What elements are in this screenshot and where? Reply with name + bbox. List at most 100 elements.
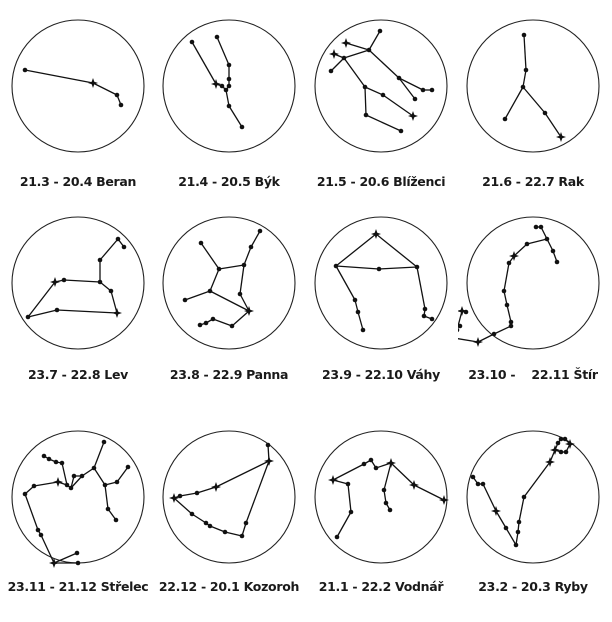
constellation-svg [11, 216, 145, 350]
constellation-line [458, 338, 479, 343]
star-dot-icon [257, 228, 263, 234]
constellation-svg [314, 19, 448, 153]
star-dot-icon [368, 457, 374, 463]
constellation-line [343, 57, 366, 88]
sign-cell-lev: 23.7 - 22.8 Lev [3, 208, 153, 408]
sign-label-lev: 23.7 - 22.8 Lev [27, 367, 129, 382]
star-dot-icon [25, 314, 31, 320]
constellation-diagram-vahy [306, 208, 456, 358]
constellation-line [116, 466, 129, 483]
bright-star-icon [408, 111, 418, 121]
constellation-line [365, 114, 402, 132]
constellation-line [522, 69, 527, 88]
star-dot-icon [197, 322, 203, 328]
star-dot-icon [241, 262, 247, 268]
circle-outline [466, 430, 600, 564]
constellation-line [184, 290, 211, 301]
bright-star-icon [409, 480, 419, 490]
star-dot-icon [203, 320, 209, 326]
star-dot-icon [31, 483, 37, 489]
star-dot-icon [189, 511, 195, 517]
circle-outline [11, 216, 145, 350]
star-dot-icon [363, 112, 369, 118]
constellation-line [61, 462, 68, 486]
constellation-line [506, 304, 512, 323]
sign-label-blizenci: 21.5 - 20.6 Blíženci [316, 174, 446, 189]
star-dot-icon [207, 523, 213, 529]
bright-star-icon [244, 306, 254, 316]
star-dot-icon [538, 224, 544, 230]
star-dot-icon [429, 316, 435, 322]
constellation-svg [458, 216, 600, 350]
star-dot-icon [422, 306, 428, 312]
constellation-line [99, 281, 112, 292]
star-dot-icon [207, 288, 213, 294]
constellation-line [70, 475, 83, 489]
star-dot-icon [521, 32, 527, 38]
constellation-line [526, 238, 548, 245]
sign-cell-kozoroh: 22.12 - 20.1 Kozoroh [154, 422, 304, 622]
star-dot-icon [226, 62, 232, 68]
constellation-line [493, 325, 512, 335]
sign-cell-byk: 21.4 - 20.5 Býk [154, 11, 304, 211]
constellation-line [173, 497, 193, 515]
star-dot-icon [345, 481, 351, 487]
star-dot-icon [516, 519, 522, 525]
star-dot-icon [226, 76, 232, 82]
constellation-line [390, 462, 415, 486]
constellation-line [224, 531, 243, 537]
star-dot-icon [503, 525, 509, 531]
bright-star-icon [509, 251, 519, 261]
constellation-line [504, 86, 524, 120]
circle-outline [466, 19, 600, 153]
star-dot-icon [348, 509, 354, 515]
circle-outline [11, 19, 145, 153]
star-dot-icon [265, 442, 271, 448]
star-dot-icon [544, 236, 550, 242]
star-dot-icon [420, 87, 426, 93]
star-dot-icon [91, 465, 97, 471]
star-dot-icon [521, 494, 527, 500]
sign-cell-stir: 23.10 - 22.11 Štír [458, 208, 608, 408]
constellation-line [523, 34, 527, 71]
constellation-line [179, 492, 198, 497]
constellation-line [335, 265, 380, 270]
constellation-diagram-strelec [3, 422, 153, 572]
constellation-line [505, 527, 517, 546]
constellation-diagram-rak [458, 11, 608, 161]
star-dot-icon [361, 461, 367, 467]
constellation-line [27, 309, 58, 318]
star-dot-icon [554, 259, 560, 265]
sign-label-strelec: 23.11 - 21.12 Střelec [7, 579, 149, 594]
circle-outline [11, 430, 145, 564]
star-dot-icon [373, 465, 379, 471]
constellation-line [191, 513, 207, 524]
constellation-line [458, 310, 463, 329]
constellation-line [368, 30, 381, 51]
sign-label-ryby: 23.2 - 20.3 Ryby [478, 579, 588, 594]
star-dot-icon [118, 102, 124, 108]
constellation-line [216, 36, 230, 66]
bright-star-icon [169, 493, 179, 503]
constellation-line [33, 481, 59, 487]
star-dot-icon [470, 474, 476, 480]
constellation-line [544, 112, 562, 138]
constellation-line [63, 279, 101, 283]
constellation-svg [162, 430, 296, 564]
sign-label-vahy: 23.9 - 22.10 Váhy [322, 367, 440, 382]
constellation-line [495, 510, 507, 529]
star-dot-icon [463, 309, 469, 315]
circle-outline [162, 19, 296, 153]
bright-star-icon [50, 277, 60, 287]
constellation-line [196, 486, 217, 494]
circle-outline [314, 19, 448, 153]
star-dot-icon [513, 542, 519, 548]
constellation-diagram-kozoroh [154, 422, 304, 572]
star-dot-icon [239, 533, 245, 539]
star-dot-icon [229, 323, 235, 329]
circle-outline [314, 216, 448, 350]
constellation-svg [162, 19, 296, 153]
constellation-line [477, 333, 495, 343]
star-dot-icon [352, 297, 358, 303]
bright-star-icon [491, 506, 501, 516]
